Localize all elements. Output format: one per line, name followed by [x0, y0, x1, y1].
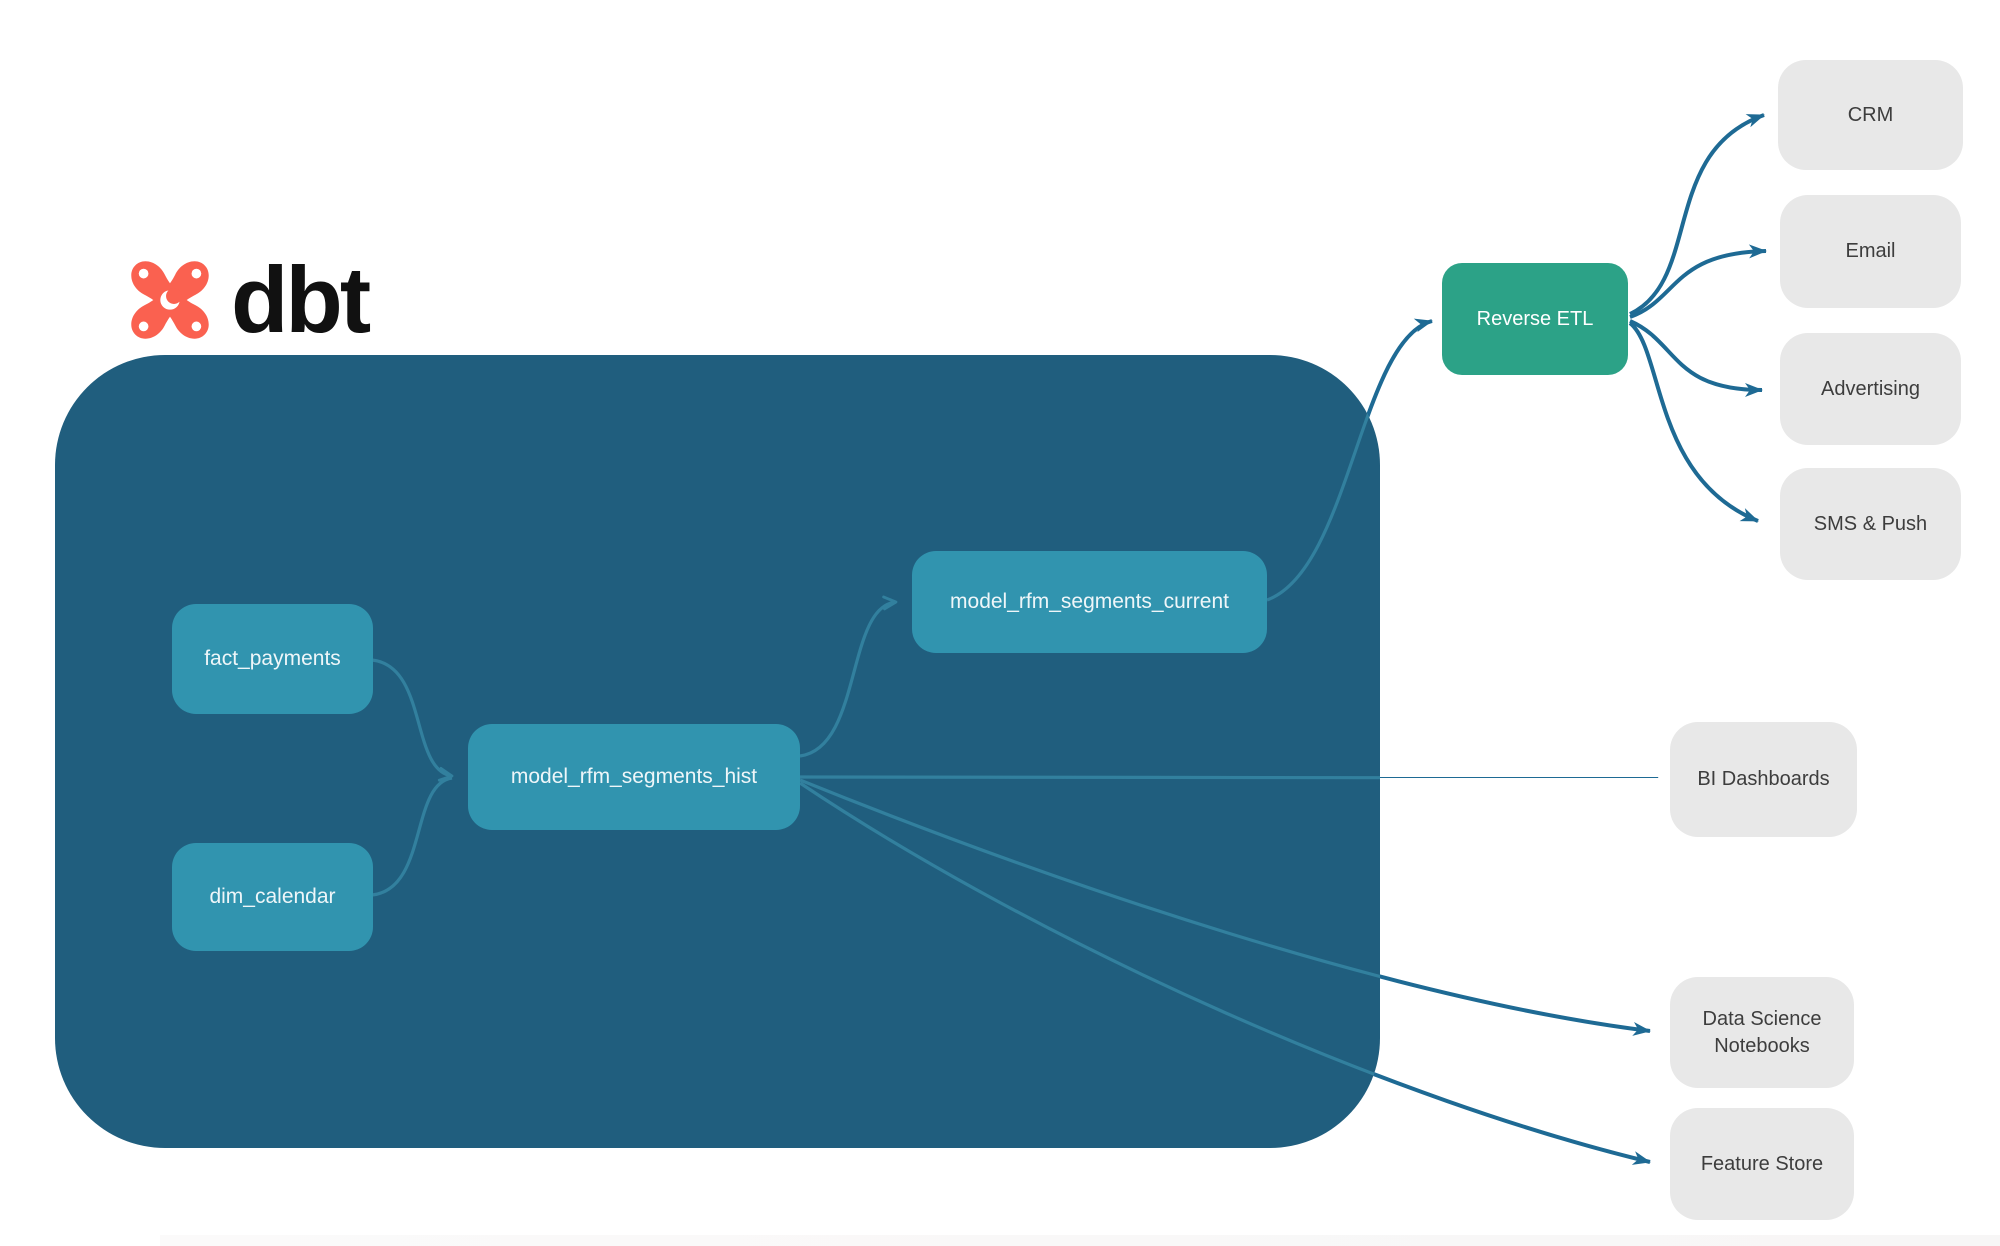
node-email: Email — [1780, 195, 1961, 308]
node-data-science-notebooks: Data Science Notebooks — [1670, 977, 1854, 1088]
node-sms-push: SMS & Push — [1780, 468, 1961, 580]
dbt-logo-text: dbt — [231, 247, 371, 352]
node-crm: CRM — [1778, 60, 1963, 170]
node-fact-payments: fact_payments — [172, 604, 373, 714]
node-feature-store: Feature Store — [1670, 1108, 1854, 1220]
edge-reverse-etl-to-crm — [1629, 113, 1765, 316]
node-dim-calendar: dim_calendar — [172, 843, 373, 951]
node-advertising: Advertising — [1780, 333, 1961, 445]
node-model-rfm-segments-hist: model_rfm_segments_hist — [468, 724, 800, 830]
node-bi-dashboards: BI Dashboards — [1670, 722, 1857, 837]
edge-reverse-etl-to-advertising — [1629, 319, 1763, 397]
node-reverse-etl: Reverse ETL — [1442, 263, 1628, 375]
dbt-logo-icon — [131, 261, 209, 339]
node-model-rfm-segments-current: model_rfm_segments_current — [912, 551, 1267, 653]
dbt-logo: dbt — [125, 247, 371, 352]
edge-reverse-etl-to-sms-push — [1628, 321, 1759, 523]
edge-reverse-etl-to-email — [1629, 244, 1767, 319]
bottom-strip — [160, 1235, 2000, 1246]
